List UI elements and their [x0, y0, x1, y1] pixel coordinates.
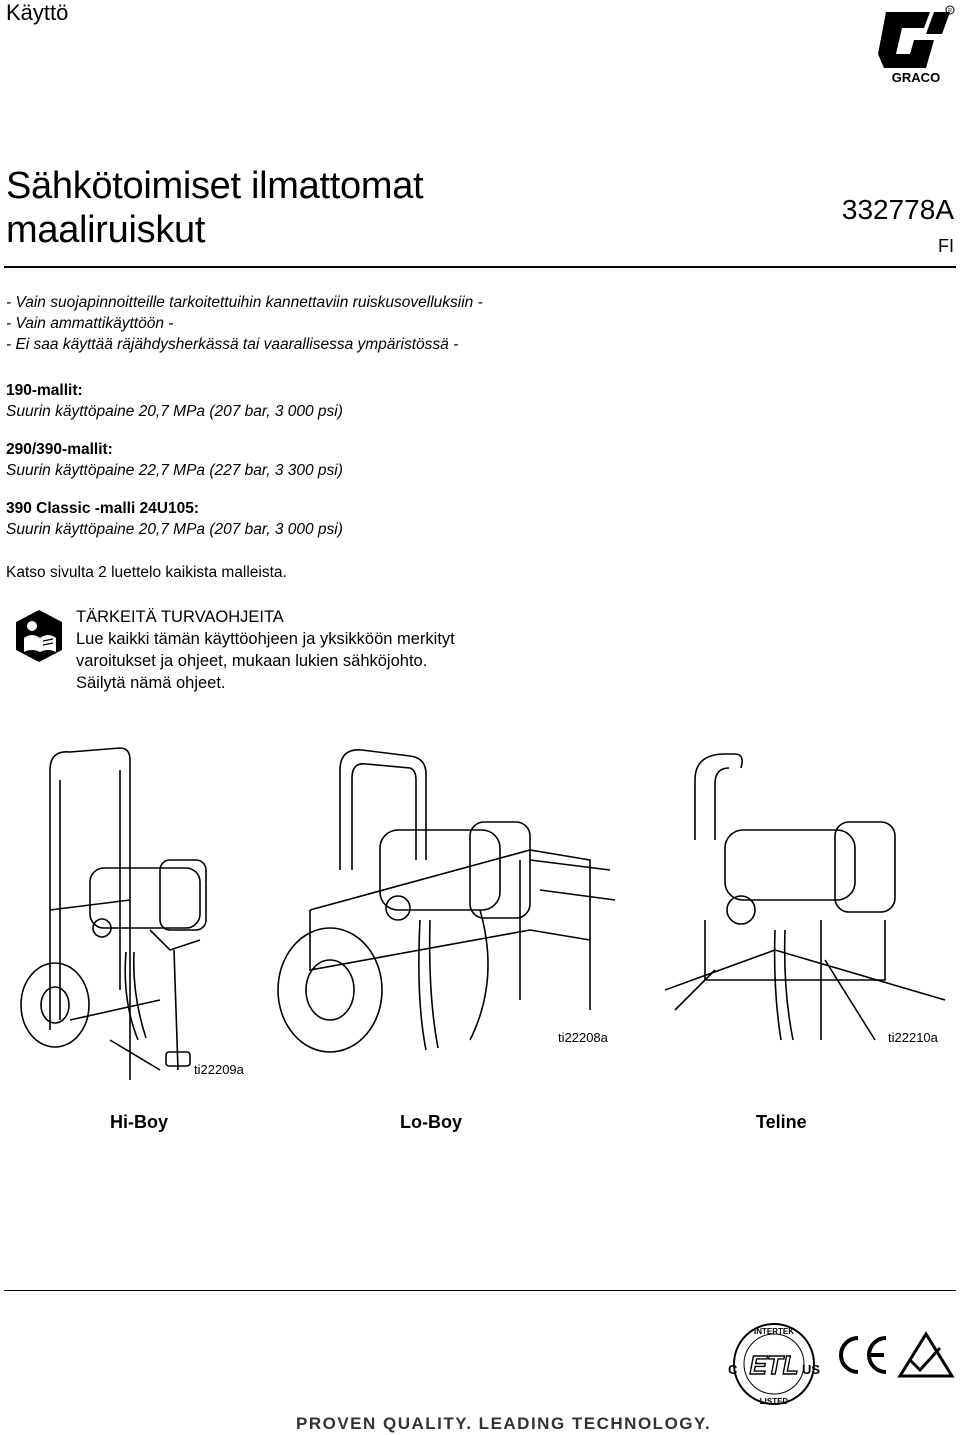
svg-text:R: R [948, 8, 952, 14]
ce-mark [832, 1330, 892, 1380]
safety-instructions: TÄRKEITÄ TURVAOHJEITA Lue kaikki tämän k… [76, 606, 455, 694]
safety-line: Säilytä nämä ohjeet. [76, 674, 226, 692]
graco-logo-icon: R GRACO [878, 5, 955, 85]
usage-note: - Ei saa käyttää räjähdysherkässä tai va… [6, 336, 459, 353]
title-line-2: maaliruiskut [6, 209, 206, 251]
safety-line: Lue kaikki tämän käyttöohjeen ja yksikkö… [76, 630, 455, 648]
figure-label-teline: Teline [756, 1112, 807, 1132]
model-390-classic: 390 Classic -malli 24U105: Suurin käyttö… [6, 498, 343, 540]
model-290-390: 290/390-mallit: Suurin käyttöpaine 22,7 … [6, 439, 343, 481]
model-name: 390 Classic -malli 24U105: [6, 500, 200, 517]
etl-listed-mark: INTERTEK LISTED ETL C US [722, 1318, 826, 1410]
title-line-1: Sähkötoimiset ilmattomat [6, 165, 424, 207]
language-code: FI [938, 236, 954, 256]
footer-divider [4, 1290, 956, 1291]
header-divider [4, 266, 956, 268]
figure-caption: ti22210a [888, 1030, 938, 1045]
etl-bottom-text: LISTED [760, 1397, 789, 1406]
usage-note: - Vain ammattikäyttöön - [6, 315, 174, 332]
document-number: 332778A [841, 194, 954, 225]
figure-label-lo-boy: Lo-Boy [400, 1112, 462, 1132]
lo-boy-illustration [270, 740, 630, 1060]
etl-top-text: INTERTEK [754, 1327, 794, 1336]
etl-c-text: C [728, 1362, 738, 1377]
teline-illustration [655, 740, 955, 1050]
model-pressure: Suurin käyttöpaine 20,7 MPa (207 bar, 3 … [6, 403, 343, 420]
rcm-mark [896, 1330, 956, 1380]
model-190: 190-mallit: Suurin käyttöpaine 20,7 MPa … [6, 380, 343, 422]
figure-caption: ti22208a [558, 1030, 608, 1045]
document-title: Sähkötoimiset ilmattomat maaliruiskut [6, 164, 424, 252]
safety-line: varoitukset ja ohjeet, mukaan lukien säh… [76, 652, 428, 670]
figure-label-hi-boy: Hi-Boy [110, 1112, 168, 1132]
graco-logo: R GRACO [876, 4, 956, 86]
figure-caption: ti22209a [194, 1062, 244, 1077]
model-pressure: Suurin käyttöpaine 20,7 MPa (207 bar, 3 … [6, 521, 343, 538]
safety-heading: TÄRKEITÄ TURVAOHJEITA [76, 608, 284, 626]
hi-boy-illustration [10, 740, 260, 1080]
model-name: 290/390-mallit: [6, 441, 113, 458]
etl-text: ETL [749, 1350, 798, 1380]
usage-notes: - Vain suojapinnoitteille tarkoitettuihi… [6, 292, 483, 355]
model-name: 190-mallit: [6, 382, 83, 399]
usage-note: - Vain suojapinnoitteille tarkoitettuihi… [6, 294, 483, 311]
section-label: Käyttö [6, 0, 69, 25]
etl-us-text: US [802, 1362, 820, 1377]
footer-slogan: PROVEN QUALITY. LEADING TECHNOLOGY. [296, 1414, 712, 1433]
read-manual-icon [14, 608, 64, 664]
models-note: Katso sivulta 2 luettelo kaikista mallei… [6, 564, 287, 581]
brand-text: GRACO [892, 70, 940, 85]
model-pressure: Suurin käyttöpaine 22,7 MPa (227 bar, 3 … [6, 462, 343, 479]
